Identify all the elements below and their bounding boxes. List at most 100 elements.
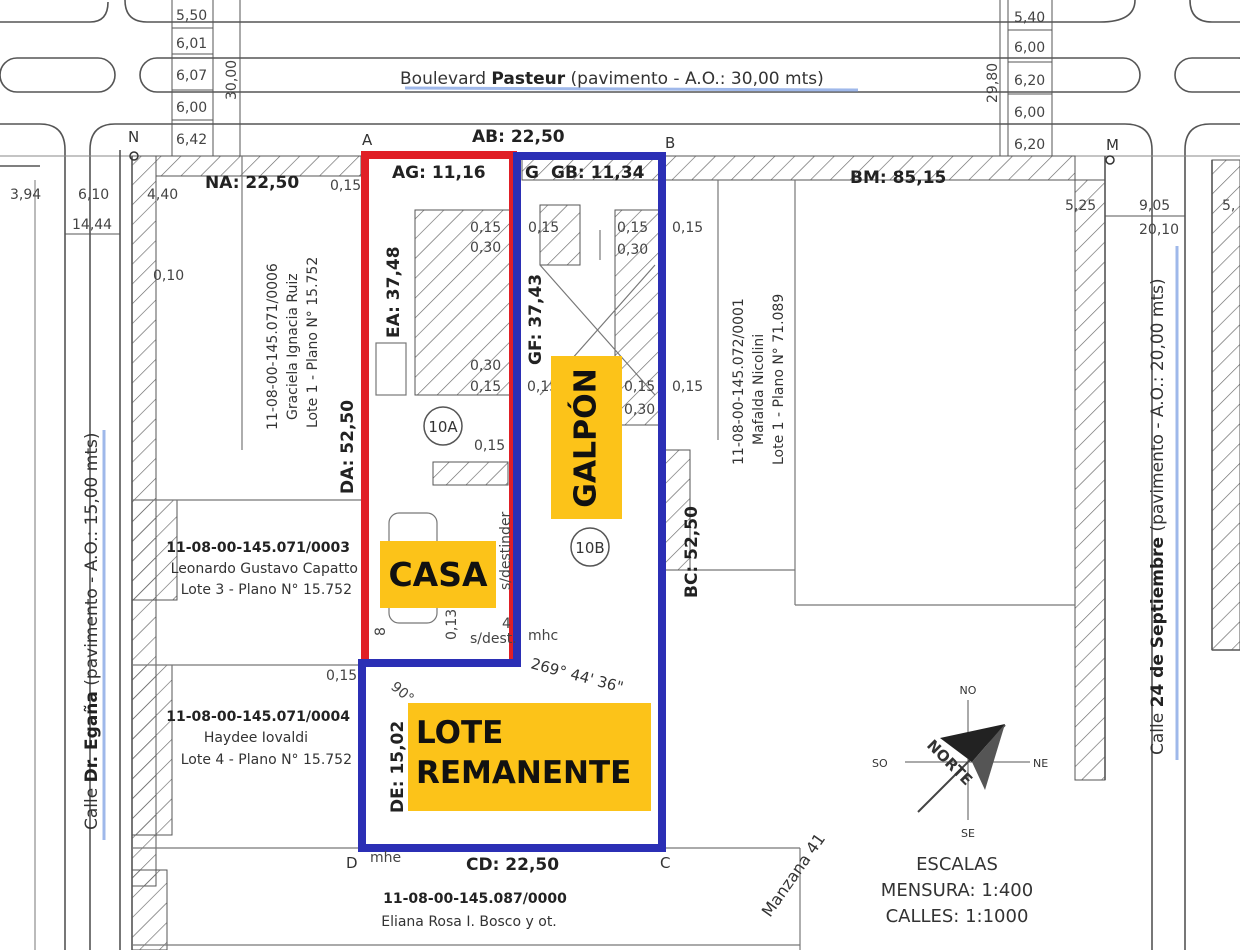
measure-bm: BM: 85,15 [850,168,946,188]
dim-015: 0,15 [470,220,501,236]
lot-10a-label: 10A [428,418,458,436]
dim-015: 0,15 [527,379,558,395]
neighbor-0006-id: 11-08-00-145.071/0006 [265,263,281,430]
dim-013: 0,13 [444,609,460,640]
galpon-label-box: GALPÓN [551,356,622,519]
measure-ab: AB: 22,50 [472,127,565,147]
road-width: 30,00 [224,60,240,100]
road-dim: 6,00 [176,100,207,116]
dim-015: 0,15 [617,220,648,236]
road-width: 29,80 [985,63,1001,103]
street-dim: 5, [1222,198,1235,214]
dim-015: 0,15 [672,379,703,395]
road-dim: 5,50 [176,8,207,24]
galpon-remanente-outline [358,152,666,852]
neighbor-0000-id: 11-08-00-145.087/0000 [383,891,567,907]
road-dim: 6,00 [1014,40,1045,56]
corner-b: B [665,134,675,152]
dim-030: 0,30 [470,240,501,256]
measure-na: NA: 22,50 [205,173,299,193]
dim-030: 0,30 [624,402,655,418]
dim-015: 0,15 [624,379,655,395]
corner-c: C [660,854,670,872]
neighbor-0000-owner: Eliana Rosa I. Bosco y ot. [381,914,557,930]
dim-mhe: mhe [370,850,401,866]
property-outlines [358,151,666,852]
measure-cd: CD: 22,50 [466,855,559,875]
measure-angle: 269° 44' 36" [529,654,625,696]
left-street-name: Calle Dr. Egaña (pavimento - A.O.: 15,00… [82,433,102,830]
corner-a: A [362,131,373,149]
dim-015: 0,15 [474,438,505,454]
neighbor-0003-id: 11-08-00-145.071/0003 [166,540,350,556]
neighbor-0004-id: 11-08-00-145.071/0004 [166,709,350,725]
street-dim: 9,05 [1139,198,1170,214]
neighbor-0006-owner: Graciela Ignacia Ruiz [285,273,301,420]
measure-gf: GF: 37,43 [526,274,546,365]
road-dim: 6,20 [1014,137,1045,153]
street-dim: 20,10 [1139,222,1179,238]
dim-015: 0,15 [470,379,501,395]
road-dim: 6,00 [1014,105,1045,121]
road-dims-right [999,0,1053,156]
scales-calles: CALLES: 1:1000 [886,906,1029,927]
right-street-name: Calle 24 de Septiembre (pavimento - A.O.… [1148,278,1168,755]
measure-de: DE: 15,02 [388,721,408,813]
dim-sdest: s/dest. [470,631,517,647]
neighbor-0006-lote: Lote 1 - Plano N° 15.752 [305,257,321,428]
lote-label-line1: LOTE [416,715,504,751]
corner-d: D [346,854,358,872]
scales-title: ESCALAS [916,854,998,875]
lote-label-line2: REMANENTE [416,755,632,791]
lote-remanente-label: LOTE REMANENTE [408,703,651,811]
scales-mensura: MENSURA: 1:400 [881,880,1033,901]
road-dim: 6,07 [176,68,207,84]
neighbor-0003-owner: Leonardo Gustavo Capatto [171,561,358,577]
measure-gb: GB: 11,34 [551,163,645,183]
measure-da: DA: 52,50 [338,400,358,494]
dim-015: 0,15 [528,220,559,236]
road-dim: 5,40 [1014,10,1045,26]
compass-se: SE [961,827,975,840]
street-dim: 5,25 [1065,198,1096,214]
road-dims-left [171,0,241,156]
neighbor-0001-id: 11-08-00-145.072/0001 [731,298,747,465]
street-dim: 3,94 [10,187,41,203]
measure-g: G [525,163,539,183]
street-dim: 4,40 [147,187,178,203]
manzana-label: Manzana 41 [758,830,829,921]
compass-so: SO [872,757,888,770]
boulevard-name: Boulevard Pasteur (pavimento - A.O.: 30,… [400,69,824,89]
corner-n: N [128,128,139,146]
neighbor-0001-lote: Lote 1 - Plano N° 71.089 [771,294,787,465]
street-dim: 14,44 [72,217,112,233]
compass-no: NO [960,684,977,697]
road-dim: 6,01 [176,36,207,52]
dim-015: 0,15 [672,220,703,236]
compass-ne: NE [1033,757,1048,770]
lot-10b-label: 10B [575,539,604,557]
casa-label: CASA [380,541,496,608]
dim-4: 4 [502,616,511,632]
road-dim: 6,20 [1014,73,1045,89]
corner-m: M [1106,136,1119,154]
neighbor-0004-owner: Haydee Iovaldi [204,730,308,746]
street-highlights [102,86,1179,840]
dim-015: 0,15 [330,178,361,194]
dim-8: 8 [373,627,389,636]
neighbor-0001-owner: Mafalda Nicolini [751,334,767,445]
neighbor-0003-lote: Lote 3 - Plano N° 15.752 [181,582,352,598]
neighbor-0004-lote: Lote 4 - Plano N° 15.752 [181,752,352,768]
north-compass-icon [905,700,1030,820]
measure-ag: AG: 11,16 [392,163,486,183]
street-dim: 6,10 [78,187,109,203]
measure-ea: EA: 37,48 [384,246,404,338]
street-dim: 0,10 [153,268,184,284]
dim-mhc: mhc [528,628,558,644]
dim-030: 0,30 [470,358,501,374]
dim-sdestinder: s/destinder [498,511,514,590]
dim-015: 0,15 [326,668,357,684]
galpon-label: GALPÓN [568,368,604,508]
built-areas [131,155,1240,950]
